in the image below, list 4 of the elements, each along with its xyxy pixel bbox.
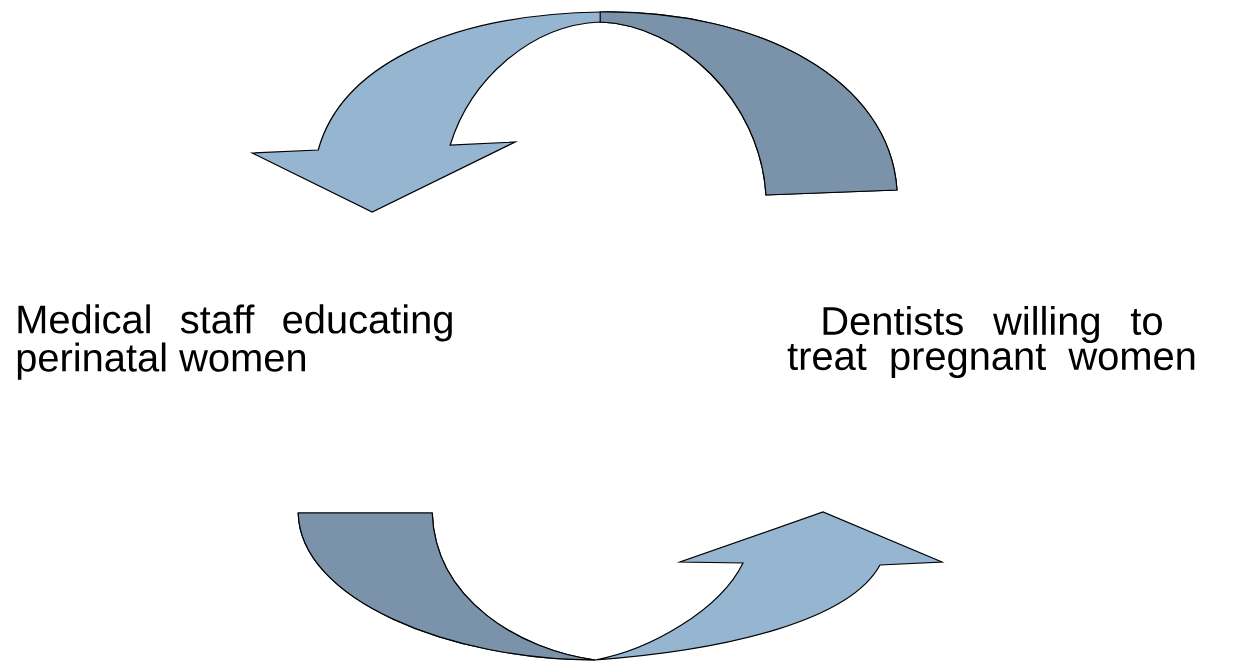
curved-arrow (251, 11, 898, 213)
curved-arrow (297, 511, 943, 661)
text-label: Medical staff educating perinatal women (17, 304, 452, 380)
text-label: Dentists willing to treat pregnant women (787, 305, 1195, 379)
